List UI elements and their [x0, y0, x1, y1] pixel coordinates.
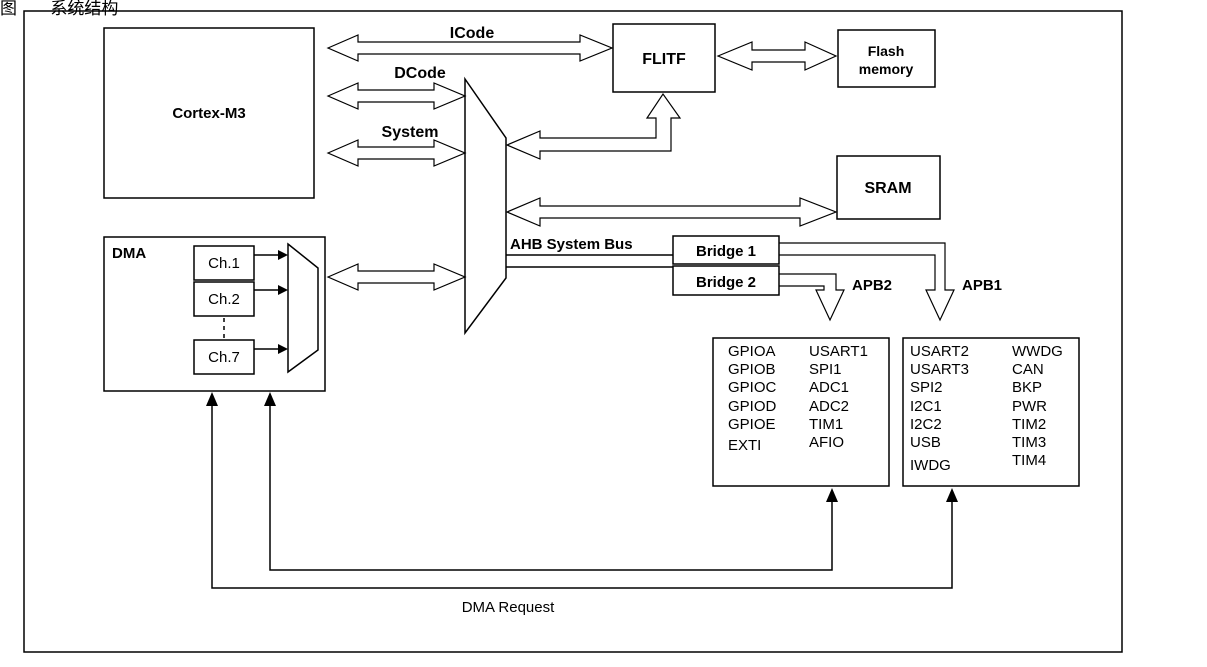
matrix-sram-arrow: [505, 197, 838, 227]
dma-request-arrowhead-outer-dma: [206, 392, 218, 406]
system-bus-label: System: [382, 124, 439, 141]
dma-request-arrowhead-apb1: [946, 488, 958, 502]
apb1-peripherals-col2: WWDG CAN BKP PWR TIM2 TIM3 TIM4: [1012, 343, 1063, 469]
apb1-peripheral: I2C2: [910, 416, 942, 433]
flitf-flash-arrow: [716, 41, 838, 71]
dma-request-label: DMA Request: [462, 599, 555, 616]
figure-frame: [23, 10, 1123, 653]
cortex-m3-label: Cortex-M3: [172, 105, 245, 122]
apb2-peripheral: GPIOA: [728, 343, 776, 360]
dma-request-arrowhead-inner-dma: [264, 392, 276, 406]
apb1-bus-arrow: [779, 242, 955, 322]
apb1-peripherals-col1: USART2 USART3 SPI2 I2C1 I2C2 USB IWDG: [910, 343, 969, 474]
flitf-block: [612, 23, 716, 93]
flitf-label: FLITF: [642, 51, 686, 68]
apb2-peripheral: GPIOD: [728, 398, 777, 415]
apb2-peripheral: USART1: [809, 343, 868, 360]
dma-label: DMA: [112, 245, 146, 262]
apb1-peripheral: IWDG: [910, 457, 951, 474]
cortex-m3-block: [103, 27, 315, 199]
dma-mux: [287, 242, 319, 374]
apb2-peripheral: GPIOE: [728, 416, 776, 433]
dma-request-arrowhead-apb2: [826, 488, 838, 502]
bridge-1-block: [672, 235, 780, 265]
ahb-bus-label: AHB System Bus: [510, 236, 633, 253]
dma-channel-2: [193, 281, 255, 317]
ch1-arrowhead: [278, 250, 288, 260]
ch7-arrowhead: [278, 344, 288, 354]
apb1-bus-label: APB1: [962, 277, 1002, 294]
dma-request-line-outer: [211, 404, 953, 589]
apb2-bus-arrow: [779, 273, 845, 322]
apb1-peripheral: TIM4: [1012, 452, 1046, 469]
dcode-bus-arrow: [326, 82, 467, 110]
bridge-2-block: [672, 265, 780, 296]
bus-matrix: [464, 76, 507, 336]
apb1-peripheral: CAN: [1012, 361, 1044, 378]
apb2-peripheral: AFIO: [809, 434, 844, 451]
figure-caption: 图 系统结构: [0, 0, 118, 20]
apb1-peripheral: TIM3: [1012, 434, 1046, 451]
caption-prefix: 图: [0, 0, 17, 19]
apb1-peripherals-block: [902, 337, 1080, 487]
apb2-peripheral: TIM1: [809, 416, 843, 433]
apb1-peripheral: SPI2: [910, 379, 943, 396]
dma-channel-7-label: Ch.7: [208, 349, 240, 366]
flash-memory-block: [837, 29, 936, 88]
flash-label-line1: Flash: [868, 43, 905, 59]
apb2-peripherals-col2: USART1 SPI1 ADC1 ADC2 TIM1 AFIO: [809, 343, 868, 451]
icode-bus-arrow: [326, 34, 614, 62]
flash-label-line2: memory: [859, 61, 914, 77]
apb1-peripheral: PWR: [1012, 398, 1047, 415]
apb1-peripheral: USB: [910, 434, 941, 451]
bridge-2-label: Bridge 2: [696, 274, 756, 291]
apb1-peripheral: WWDG: [1012, 343, 1063, 360]
dma-channel-2-label: Ch.2: [208, 291, 240, 308]
system-bus-arrow: [326, 139, 467, 167]
sram-label: SRAM: [864, 180, 911, 197]
dma-channel-1-label: Ch.1: [208, 255, 240, 272]
dma-matrix-arrow: [326, 263, 467, 291]
sram-block: [836, 155, 941, 220]
apb1-peripheral: TIM2: [1012, 416, 1046, 433]
dma-channel-1: [193, 245, 255, 281]
apb2-peripheral: ADC2: [809, 398, 849, 415]
matrix-flitf-arrow: [505, 92, 682, 160]
apb2-bus-label: APB2: [852, 277, 892, 294]
apb2-peripherals-col1: GPIOA GPIOB GPIOC GPIOD GPIOE EXTI: [728, 343, 777, 454]
dcode-bus-label: DCode: [394, 65, 446, 82]
apb1-peripheral: USART2: [910, 343, 969, 360]
apb2-peripheral: EXTI: [728, 437, 761, 454]
apb2-peripheral: GPIOB: [728, 361, 776, 378]
apb1-peripheral: USART3: [910, 361, 969, 378]
caption-text: 系统结构: [50, 0, 119, 19]
apb2-peripheral: ADC1: [809, 379, 849, 396]
dma-channel-7: [193, 339, 255, 375]
ch2-arrowhead: [278, 285, 288, 295]
apb2-peripheral: GPIOC: [728, 379, 777, 396]
apb1-peripheral: I2C1: [910, 398, 942, 415]
bridge-1-label: Bridge 1: [696, 243, 756, 260]
icode-bus-label: ICode: [450, 25, 495, 42]
dma-request-line-inner: [269, 404, 833, 571]
apb1-peripheral: BKP: [1012, 379, 1042, 396]
apb2-peripheral: SPI1: [809, 361, 842, 378]
apb2-peripherals-block: [712, 337, 890, 487]
